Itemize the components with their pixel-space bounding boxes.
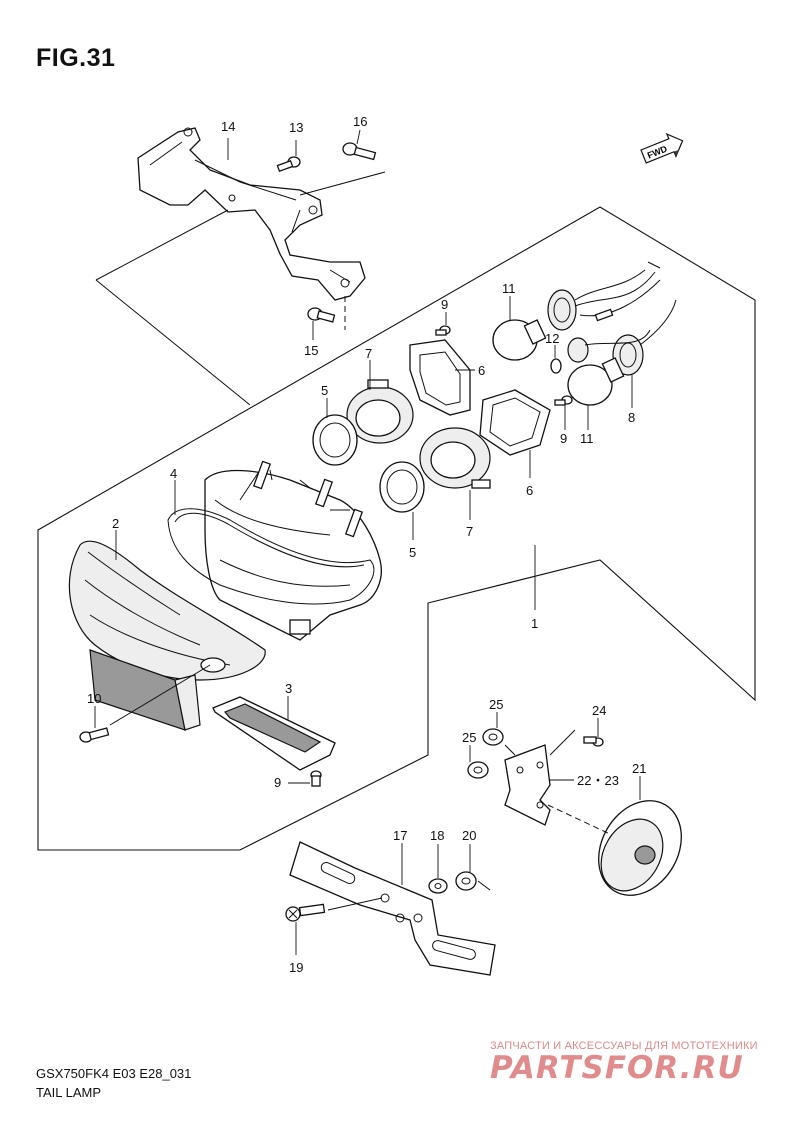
screw-9-top: [435, 325, 451, 336]
callout-5-bottom: 5: [409, 545, 416, 560]
figure-title: FIG.31: [36, 44, 116, 72]
nut-20: [455, 871, 477, 891]
callout-13: 13: [289, 120, 303, 135]
callout-7-bottom: 7: [466, 524, 473, 539]
callout-10: 10: [87, 691, 101, 706]
bulb-11-bottom: [567, 357, 625, 406]
assembly-frame: [37, 206, 756, 851]
washer-18: [428, 878, 448, 894]
gasket-6-bottom: [479, 389, 551, 456]
screw-19: [285, 903, 326, 922]
callout-16: 16: [353, 114, 367, 129]
reflector-21: [598, 800, 682, 896]
watermark-tagline: ЗАПЧАСТИ И АКСЕССУАРЫ ДЛЯ МОТОТЕХНИКИ: [490, 1040, 758, 1052]
callout-24: 24: [592, 703, 606, 718]
lamp-housing-1: [204, 460, 382, 641]
callout-8: 8: [628, 410, 635, 425]
bolt-16: [342, 142, 377, 161]
watermark-logo: PARTSFOR.RU: [490, 1050, 744, 1086]
screw-9-bottom: [310, 770, 322, 787]
bolt-13: [276, 156, 301, 173]
callout-4: 4: [170, 466, 177, 481]
callout-6-top: 6: [478, 363, 485, 378]
bulb-11-top: [492, 319, 547, 361]
callout-11-top: 11: [502, 281, 516, 296]
screw-24: [583, 736, 604, 747]
callout-22-23: 22・23: [577, 773, 619, 788]
license-lamp-lens-3: [212, 696, 336, 771]
fwd-arrow-icon: FWD: [640, 133, 684, 164]
lens-2: [68, 540, 266, 731]
callout-9-top: 9: [441, 297, 448, 312]
screw-9-mid: [554, 395, 573, 406]
callout-18: 18: [430, 828, 444, 843]
callout-6-bottom: 6: [526, 483, 533, 498]
callout-25-bottom: 25: [462, 730, 476, 745]
callout-14: 14: [221, 119, 235, 134]
ring-5-top: [312, 414, 358, 466]
callout-5-top: 5: [321, 383, 328, 398]
callout-25-top: 25: [489, 697, 503, 712]
callout-7-top: 7: [365, 346, 372, 361]
seal-4: [167, 508, 375, 605]
callout-17: 17: [393, 828, 407, 843]
bracket-22-23: [504, 744, 551, 826]
bezel-7-bottom: [419, 427, 491, 489]
callout-11-bottom: 11: [580, 431, 594, 446]
model-code: GSX750FK4 E03 E28_031: [36, 1066, 192, 1081]
bezel-7-top: [346, 379, 414, 444]
screw-10: [79, 727, 110, 743]
callout-1: 1: [531, 616, 538, 631]
ring-5-bottom: [379, 461, 425, 513]
callout-15: 15: [304, 343, 318, 358]
bulb-12: [550, 358, 562, 374]
watermark: ЗАПЧАСТИ И АКСЕССУАРЫ ДЛЯ МОТОТЕХНИКИ PA…: [490, 1040, 790, 1086]
callout-19: 19: [289, 960, 303, 975]
callout-9-mid: 9: [560, 431, 567, 446]
tail-lamp-bracket: [137, 127, 366, 301]
nut-25-top: [482, 728, 504, 746]
callout-3: 3: [285, 681, 292, 696]
callout-12: 12: [545, 331, 559, 346]
callout-21: 21: [632, 761, 646, 776]
socket-harness-8: [547, 261, 677, 376]
callout-2: 2: [112, 516, 119, 531]
license-bracket-17: [289, 841, 496, 976]
part-name: TAIL LAMP: [36, 1085, 102, 1100]
bolt-15: [307, 307, 336, 323]
callout-20: 20: [462, 828, 476, 843]
nut-25-bottom: [467, 761, 489, 779]
callout-9-bottom: 9: [274, 775, 281, 790]
gasket-6-top: [409, 339, 471, 416]
